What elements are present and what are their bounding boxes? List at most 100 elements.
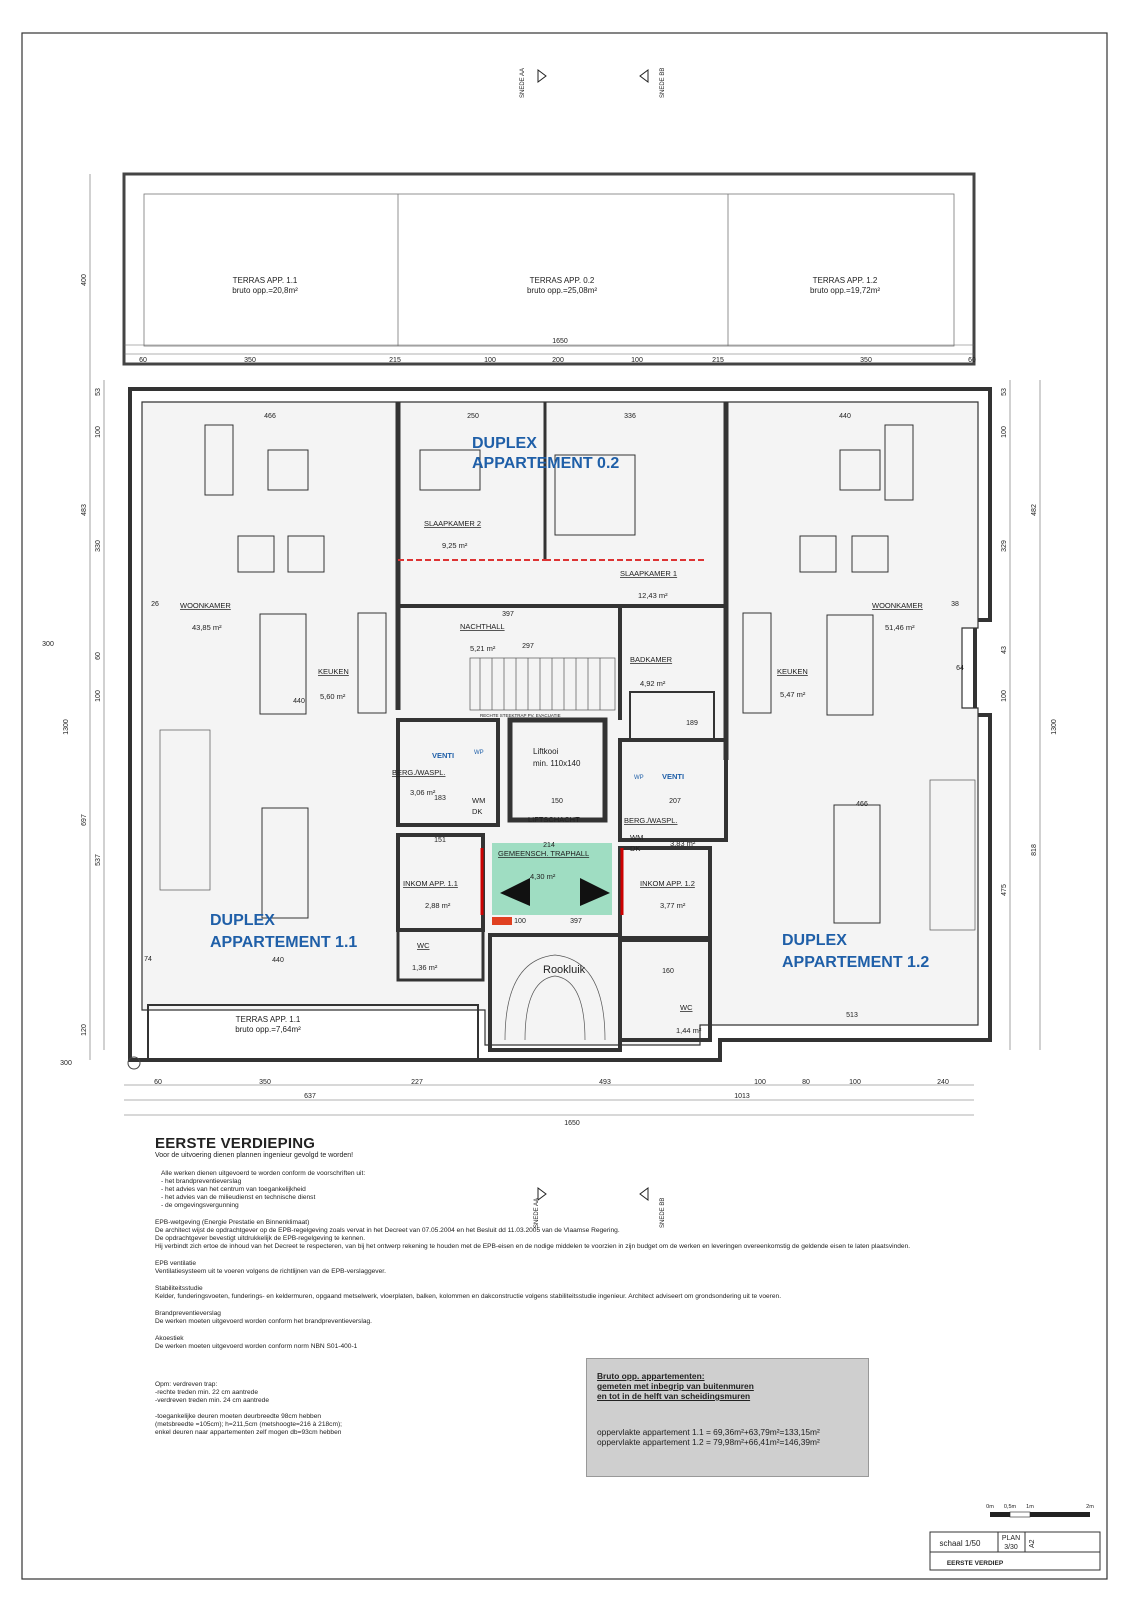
notes-epb-block: EPB-wetgeving (Energie Prestatie en Binn… xyxy=(155,1219,1095,1251)
dim-inner-45: 300 xyxy=(60,1060,72,1067)
room-nachthall: NACHTHALL xyxy=(460,622,505,631)
notes-epb-2: Hij verbindt zich ertoe de inhoud van he… xyxy=(155,1243,911,1250)
dim-top-8: 60 xyxy=(968,357,976,364)
dim-right-5: 100 xyxy=(1001,690,1008,702)
dim-inner-36: 74 xyxy=(144,956,152,963)
dim-right-3: 329 xyxy=(1001,540,1008,552)
dim-left-6: 100 xyxy=(95,690,102,702)
notes-brand: De werken moeten uitgevoerd worden confo… xyxy=(155,1318,372,1325)
terrace-1-1-name: TERRAS APP. 1.1 xyxy=(233,276,298,285)
dim-right-7: 475 xyxy=(1001,884,1008,896)
apartment-0-2-line2: APPARTEMENT 0.2 xyxy=(472,455,619,472)
dim-inner-44: 300 xyxy=(42,641,54,648)
dim-left-3: 483 xyxy=(81,504,88,516)
bruto-heading: Bruto opp. appartementen: gemeten met in… xyxy=(597,1371,754,1401)
room-slaapkamer-2-area: 9,25 m² xyxy=(442,541,468,550)
notes-subtitle: Voor de uitvoering dienen plannen ingeni… xyxy=(155,1152,354,1159)
notes-opm-5: (metsbreedte =105cm); h=211,5cm (metshoo… xyxy=(155,1421,342,1428)
apartment-1-1-line2: APPARTEMENT 1.1 xyxy=(210,934,357,951)
room-slaapkamer-1: SLAAPKAMER 1 xyxy=(620,569,677,578)
room-keuken-left-area: 5,60 m² xyxy=(320,692,346,701)
dim-bot-sub-0: 637 xyxy=(304,1093,316,1100)
room-nachthall-area: 5,21 m² xyxy=(470,644,496,653)
room-inkom-right: INKOM APP. 1.2 xyxy=(640,879,695,888)
section-aa-top: SNEDE AA xyxy=(520,68,526,98)
furniture xyxy=(204,424,914,924)
dim-top-5: 100 xyxy=(631,357,643,364)
terrace-bottom-area: bruto opp.=7,64m² xyxy=(235,1025,301,1034)
tb-scale: schaal 1/50 xyxy=(940,1539,981,1548)
notes-opm-2: -verdreven treden min. 24 cm aantrede xyxy=(155,1397,269,1404)
room-keuken-right-area: 5,47 m² xyxy=(780,690,806,699)
notes-brand-h: Brandpreventieverslag xyxy=(155,1310,221,1317)
room-berg-left: BERG./WASPL. xyxy=(392,768,446,777)
room-liftkooi-sub: min. 110x140 xyxy=(533,759,581,768)
tb-size: A2 xyxy=(1029,1539,1036,1548)
notes-brand-block: Brandpreventieverslag De werken moeten u… xyxy=(155,1310,1095,1326)
apartment-1-2-line1: DUPLEX xyxy=(782,932,847,949)
dim-inner-33: 26 xyxy=(151,601,159,608)
terrace-1-1-area: bruto opp.=20,8m² xyxy=(232,286,298,295)
bruto-values: oppervlakte appartement 1.1 = 69,36m²+63… xyxy=(597,1427,820,1447)
tb-plan: PLAN xyxy=(1002,1535,1020,1542)
dim-inner-3: 440 xyxy=(839,413,851,420)
stair-note: RECHTE STEEKTRAP PV. EVACUATIE xyxy=(480,713,561,718)
venti-right: VENTI xyxy=(662,772,684,781)
room-inkom-left-area: 2,88 m² xyxy=(425,901,451,910)
dim-top-2: 215 xyxy=(389,357,401,364)
dim-left-9: 120 xyxy=(81,1024,88,1036)
notes-list-3: - de omgevingsvergunning xyxy=(161,1202,239,1209)
notes-title: EERSTE VERDIEPING xyxy=(155,1135,316,1152)
room-inkom-right-area: 3,77 m² xyxy=(660,901,686,910)
section-bb-top: SNEDE BB xyxy=(660,68,666,98)
room-labels: WOONKAMER 43,85 m² KEUKEN 5,60 m² SLAAPK… xyxy=(180,519,923,1035)
dim-inner-26: 513 xyxy=(846,1012,858,1019)
dim-bot-1: 350 xyxy=(259,1079,271,1086)
notes-list-2: - het advies van de milieudienst en tech… xyxy=(161,1194,316,1201)
room-inkom-left: INKOM APP. 1.1 xyxy=(403,879,458,888)
notes-stab-block: Stabiliteitsstudie Kelder, funderingsvoe… xyxy=(155,1285,1095,1301)
room-slaapkamer-2: SLAAPKAMER 2 xyxy=(424,519,481,528)
dim-inner-1: 250 xyxy=(467,413,479,420)
bruto-h2: gemeten met inbegrip van buitenmuren xyxy=(597,1381,754,1391)
dim-bot-3: 493 xyxy=(599,1079,611,1086)
notes-vent-block: EPB ventilatie Ventilatiesysteem uit te … xyxy=(155,1260,1095,1276)
scale-0m: 0m xyxy=(986,1504,994,1510)
dim-bot-5: 80 xyxy=(802,1079,810,1086)
dim-left-0: 400 xyxy=(81,274,88,286)
terrace-0-2-area: bruto opp.=25,08m² xyxy=(527,286,597,295)
dim-left-5: 60 xyxy=(95,652,102,660)
room-woonkamer-left-area: 43,85 m² xyxy=(192,623,222,632)
dim-inner-21: 100 xyxy=(514,918,526,925)
room-liftkooi: Liftkooi xyxy=(533,747,559,756)
notes-opm-6: enkel deuren naar appartementen zelf mog… xyxy=(155,1429,342,1436)
notes-ak-block: Akoestiek De werken moeten uitgevoerd wo… xyxy=(155,1335,1095,1351)
dim-inner-4: 397 xyxy=(502,611,514,618)
notes-opm-block: Opm: verdreven trap: -rechte treden min.… xyxy=(155,1381,575,1437)
dim-inner-2: 336 xyxy=(624,413,636,420)
dk-left: DK xyxy=(472,807,482,816)
room-badkamer-area: 4,92 m² xyxy=(640,679,666,688)
notes-panel: EERSTE VERDIEPING Voor de uitvoering die… xyxy=(155,1135,1095,1437)
room-woonkamer-left: WOONKAMER xyxy=(180,601,231,610)
dim-left-8: 537 xyxy=(95,854,102,866)
wm-left: WM xyxy=(472,796,485,805)
scale-2m: 2m xyxy=(1086,1504,1094,1510)
room-wc-left: WC xyxy=(417,941,430,950)
dim-inner-0: 466 xyxy=(264,413,276,420)
notes-epb-1: De opdrachtgever bevestigt uitdrukkelijk… xyxy=(155,1235,366,1242)
dimensions-vertical: 400 53 100 483 330 60 100 697 537 120 13… xyxy=(63,274,1058,1036)
section-aa-bottom: SNEDE AA xyxy=(534,1198,540,1228)
tb-name: EERSTE VERDIEP xyxy=(947,1560,1004,1567)
dim-inner-27: 440 xyxy=(272,957,284,964)
dim-right-4: 43 xyxy=(1001,646,1008,654)
room-liftschacht: LIFTSCHACHT xyxy=(528,815,580,824)
room-keuken-right: KEUKEN xyxy=(777,667,808,676)
terrace-bottom-name: TERRAS APP. 1.1 xyxy=(236,1015,301,1024)
dim-top-6: 215 xyxy=(712,357,724,364)
dim-inner-34: 38 xyxy=(951,601,959,608)
terrace-0-2-name: TERRAS APP. 0.2 xyxy=(530,276,595,285)
traphall-area xyxy=(492,843,612,915)
building-walls xyxy=(128,387,992,1062)
